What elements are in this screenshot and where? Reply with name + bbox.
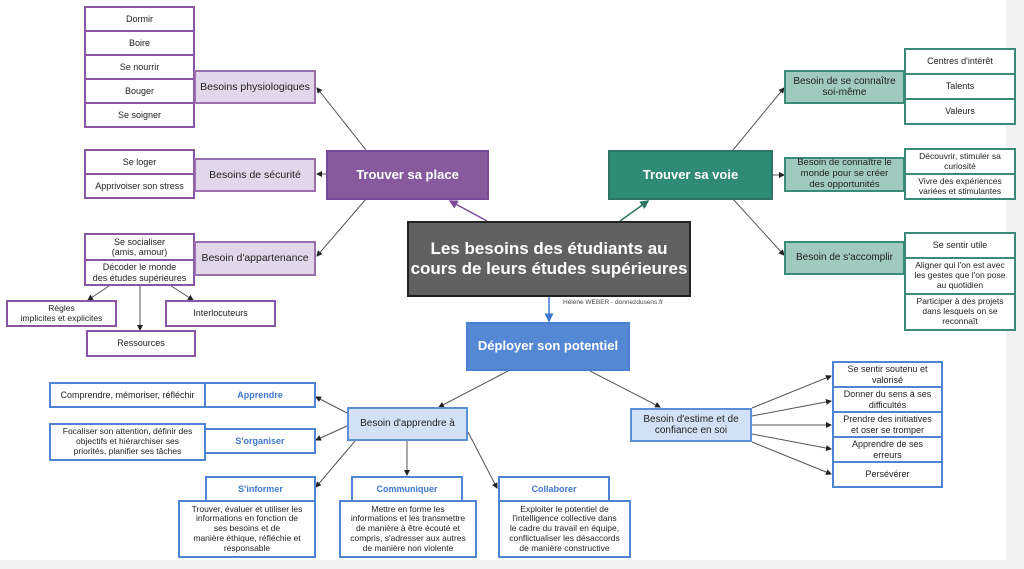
item-apprendre-text[interactable]: Comprendre, mémoriser, réfléchir: [49, 382, 206, 408]
item-apprendre-erreurs[interactable]: Apprendre de ses erreurs: [832, 436, 943, 463]
item-bouger[interactable]: Bouger: [84, 78, 195, 104]
item-organiser-head[interactable]: S'organiser: [204, 428, 316, 454]
item-interlocuteurs[interactable]: Interlocuteurs: [165, 300, 276, 327]
item-donner-sens[interactable]: Donner du sens à ses difficultés: [832, 386, 943, 413]
estime-items: Se sentir soutenu et valorisé Donner du …: [832, 361, 943, 488]
item-se-soigner[interactable]: Se soigner: [84, 102, 195, 128]
item-centres-interet[interactable]: Centres d'intérêt: [904, 48, 1016, 75]
item-collaborer-text[interactable]: Exploiter le potentiel de l'intelligence…: [498, 500, 631, 558]
item-decoder-monde[interactable]: Décoder le monde des études supérieures: [84, 259, 195, 286]
item-participer-projets[interactable]: Participer à des projets dans lesquels o…: [904, 293, 1016, 331]
item-se-nourrir[interactable]: Se nourrir: [84, 54, 195, 80]
item-se-socialiser[interactable]: Se socialiser (amis, amour): [84, 233, 195, 261]
item-regles[interactable]: Règles implicites et explicites: [6, 300, 117, 327]
branch-trouver-sa-voie[interactable]: Trouver sa voie: [608, 150, 773, 200]
item-communiquer-head[interactable]: Communiquer: [351, 476, 463, 502]
branch-trouver-sa-place[interactable]: Trouver sa place: [326, 150, 489, 200]
item-communiquer-text[interactable]: Mettre en forme les informations et les …: [339, 500, 477, 558]
connaitre-monde-items: Découvrir, stimuler sa curiosité Vivre d…: [904, 148, 1016, 200]
node-besoin-appartenance[interactable]: Besoin d'appartenance: [194, 241, 316, 276]
item-apprivoiser-stress[interactable]: Apprivoiser son stress: [84, 173, 195, 199]
node-besoin-apprendre[interactable]: Besoin d'apprendre à: [347, 407, 468, 441]
accomplir-items: Se sentir utile Aligner qui l'on est ave…: [904, 232, 1016, 331]
item-aligner[interactable]: Aligner qui l'on est avec les gestes que…: [904, 257, 1016, 295]
item-organiser-text[interactable]: Focaliser son attention, définir des obj…: [49, 423, 206, 461]
author-credit: Hélène WEBER - donnezdusens.fr: [563, 299, 664, 306]
item-collaborer-head[interactable]: Collaborer: [498, 476, 610, 502]
item-talents[interactable]: Talents: [904, 73, 1016, 100]
node-besoins-physiologiques[interactable]: Besoins physiologiques: [194, 70, 316, 104]
item-informer-text[interactable]: Trouver, évaluer et utiliser les informa…: [178, 500, 316, 558]
node-connaitre-monde[interactable]: Besoin de connaître le monde pour se cré…: [784, 157, 905, 192]
item-perseverer[interactable]: Persévérer: [832, 461, 943, 488]
item-se-sentir-utile[interactable]: Se sentir utile: [904, 232, 1016, 259]
item-se-loger[interactable]: Se loger: [84, 149, 195, 175]
item-boire[interactable]: Boire: [84, 30, 195, 56]
item-se-sentir-soutenu[interactable]: Se sentir soutenu et valorisé: [832, 361, 943, 388]
node-se-connaitre[interactable]: Besoin de se connaître soi-même: [784, 70, 905, 104]
item-apprendre-head[interactable]: Apprendre: [204, 382, 316, 408]
item-informer-head[interactable]: S'informer: [205, 476, 316, 502]
node-besoins-securite[interactable]: Besoins de sécurité: [194, 158, 316, 192]
securite-items: Se loger Apprivoiser son stress: [84, 149, 195, 199]
central-topic[interactable]: Les besoins des étudiants au cours de le…: [407, 221, 691, 297]
item-vivre-experiences[interactable]: Vivre des expériences variées et stimula…: [904, 173, 1016, 200]
connaitre-soi-items: Centres d'intérêt Talents Valeurs: [904, 48, 1016, 125]
node-s-accomplir[interactable]: Besoin de s'accomplir: [784, 241, 905, 275]
item-decouvrir[interactable]: Découvrir, stimuler sa curiosité: [904, 148, 1016, 175]
item-prendre-initiatives[interactable]: Prendre des initiatives et oser se tromp…: [832, 411, 943, 438]
item-dormir[interactable]: Dormir: [84, 6, 195, 32]
item-valeurs[interactable]: Valeurs: [904, 98, 1016, 125]
item-ressources[interactable]: Ressources: [86, 330, 196, 357]
node-besoin-estime[interactable]: Besoin d'estime et de confiance en soi: [630, 408, 752, 442]
physio-items: Dormir Boire Se nourrir Bouger Se soigne…: [84, 6, 195, 128]
appartenance-items: Se socialiser (amis, amour) Décoder le m…: [84, 233, 195, 286]
branch-deployer-son-potentiel[interactable]: Déployer son potentiel: [466, 322, 630, 371]
